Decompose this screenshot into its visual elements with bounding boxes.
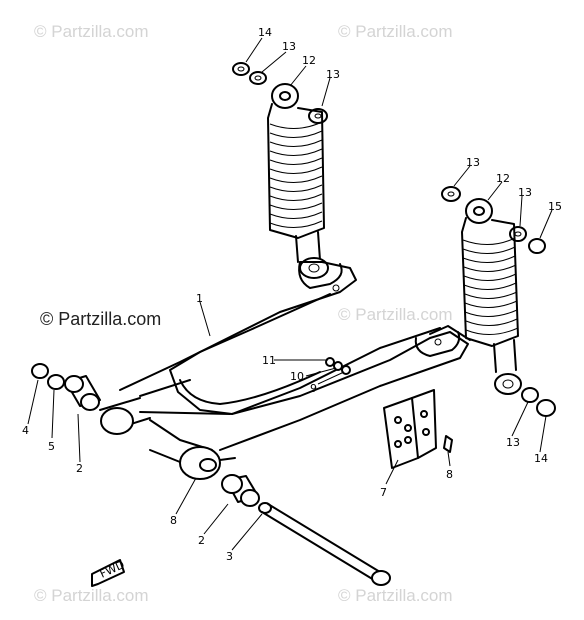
right-spring-coils: [462, 237, 519, 335]
right-arm-end: [429, 325, 471, 341]
cross-tube: [139, 379, 213, 451]
callout-left-cap: 4: [22, 424, 29, 437]
callout-shock-top-nut: 14: [258, 26, 272, 39]
bracket-hole: [420, 410, 428, 418]
right-lower-nut: [536, 399, 556, 417]
callout-pivot-bushing-2: 2: [198, 534, 205, 547]
callout-left-bushing: 2: [76, 462, 83, 475]
lower-pivot-bushing: [221, 474, 260, 507]
small-hardware: [325, 357, 351, 375]
callout-right-shock-upper: 12: [496, 172, 510, 185]
left-bushing-end: [80, 393, 100, 411]
right-arm-edge: [139, 331, 469, 451]
right-shock-washer: [441, 186, 461, 202]
callout-washer-10: 10: [290, 370, 304, 383]
pivot-bushing-end: [240, 489, 260, 507]
fwd-arrow: FWD: [91, 558, 127, 587]
left-pivot-boss: [100, 407, 134, 435]
callout-right-lower-washer: 13: [506, 436, 520, 449]
left-bushing-face: [64, 375, 84, 393]
bracket-hole: [404, 424, 412, 432]
bracket-hole: [394, 416, 402, 424]
pivot-boss-outline: [149, 449, 236, 463]
washer-hole: [447, 191, 455, 197]
washer-hole: [254, 75, 262, 81]
chain-guide-bracket: [383, 389, 437, 469]
left-washer: [47, 374, 65, 390]
callout-right-washer-a: 13: [466, 156, 480, 169]
right-spring-outline: [461, 217, 519, 347]
shaft-nut: [371, 570, 391, 586]
callout-swingarm: 1: [196, 292, 203, 305]
watermark: © Partzilla.com: [338, 305, 453, 324]
callout-pivot-bushing: 8: [170, 514, 177, 527]
arm-cutout: [179, 371, 321, 405]
callout-shock-upper: 12: [302, 54, 316, 67]
left-cap: [31, 363, 49, 379]
callout-left-washer: 5: [48, 440, 55, 453]
left-shock-absorber: [232, 62, 329, 279]
eye-hole: [502, 379, 514, 389]
callout-bolt-11: 11: [262, 354, 276, 367]
right-shock-nut: [528, 238, 546, 254]
pivot-hole: [199, 458, 217, 472]
mount-hole: [434, 338, 442, 346]
callout-nut-9: 9: [310, 382, 317, 395]
callout-right-nut: 15: [548, 200, 562, 213]
callout-shock-top-washer-b: 13: [326, 68, 340, 81]
bracket-plate: [383, 397, 419, 469]
bracket-hole: [404, 436, 412, 444]
shock-top-washer: [249, 71, 267, 85]
pivot-shaft: [258, 502, 391, 586]
shock-lower-body: [295, 231, 321, 263]
nut-hole: [237, 66, 245, 72]
guide-bolt: [443, 435, 453, 453]
callout-chain-guide: 7: [380, 486, 387, 499]
washer-hole: [314, 113, 322, 119]
right-shock-absorber: [441, 186, 556, 417]
watermark: © Partzilla.com: [34, 22, 149, 41]
shock-top-nut: [232, 62, 250, 76]
watermark-main: © Partzilla.com: [40, 309, 162, 329]
pivot-bushing-face: [221, 474, 243, 494]
callout-guide-bolt: 8: [446, 468, 453, 481]
mount-hole: [332, 284, 340, 292]
watermark: © Partzilla.com: [338, 22, 453, 41]
bracket-side: [411, 389, 437, 459]
callout-right-washer-b: 13: [518, 186, 532, 199]
eye-hole: [279, 91, 291, 101]
right-shock-lower-eye: [494, 373, 522, 395]
eye-hole: [473, 206, 485, 216]
left-pivot-parts: [31, 363, 101, 411]
spring-outline: [267, 103, 325, 239]
bracket-hole: [422, 428, 430, 436]
watermark: © Partzilla.com: [338, 586, 453, 605]
bolt-11: [325, 357, 335, 367]
washer-10: [333, 361, 343, 371]
swing-arm: [99, 261, 471, 480]
eye-hole: [308, 263, 320, 273]
spring-coils: [269, 121, 323, 228]
leader-lines: [27, 37, 553, 551]
callout-pivot-shaft: 3: [226, 550, 233, 563]
shock-mount-right: [414, 331, 461, 357]
callout-shock-top-washer: 13: [282, 40, 296, 53]
right-shock-lower-body: [493, 339, 517, 373]
watermark: © Partzilla.com: [34, 586, 149, 605]
fwd-arrow-shape: [91, 559, 125, 587]
right-lower-washer: [521, 387, 539, 403]
bracket-hole: [394, 440, 402, 448]
callouts: 14 13 12 13 13 12 13 15 1 11 10 9 4 5 2 …: [22, 26, 562, 563]
callout-right-lower-nut: 14: [534, 452, 548, 465]
left-arm-upper-edge: [119, 261, 357, 391]
shock-mount-left: [298, 261, 343, 289]
shaft-body: [261, 503, 381, 581]
